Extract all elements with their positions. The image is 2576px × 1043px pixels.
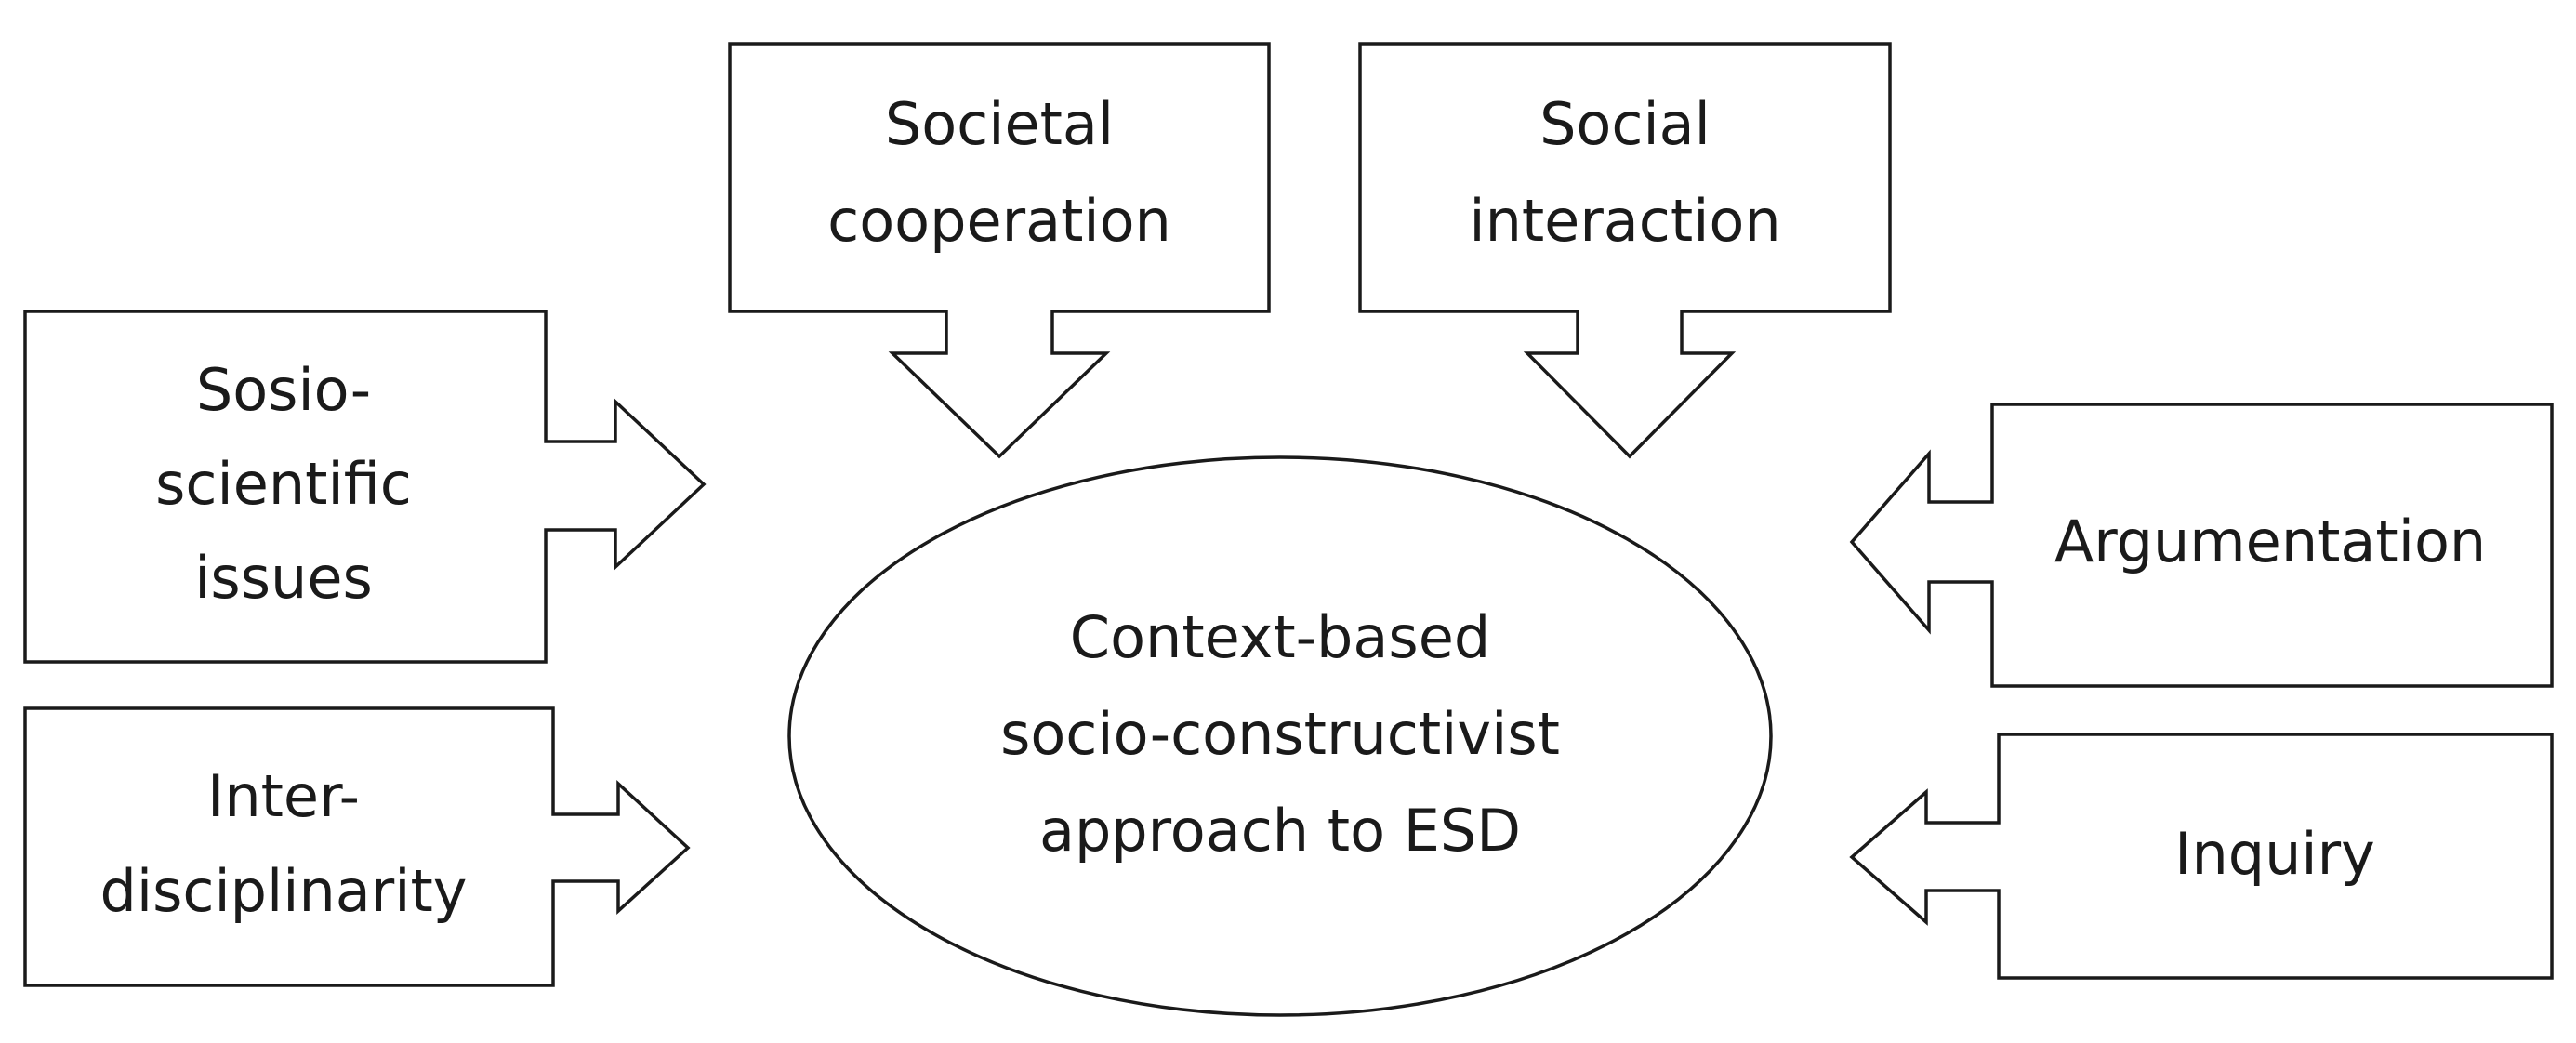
- box-label-line: disciplinarity: [99, 857, 467, 925]
- box-label-line: Inquiry: [2174, 820, 2375, 888]
- argumentation-callout: Argumentation: [1849, 403, 2554, 688]
- center-label-line: socio-constructivist: [1000, 700, 1560, 768]
- box-label-line: Sosio-: [196, 356, 371, 424]
- down-arrow-shape: [728, 42, 1271, 459]
- socio-scientific-issues-callout: Sosio- scientific issues: [23, 310, 707, 664]
- central-ellipse: [787, 455, 1773, 1017]
- left-arrow-shape: [1849, 733, 2554, 980]
- right-arrow-shape: [23, 310, 707, 664]
- box-label-line: scientific: [155, 450, 412, 518]
- box-label-line: cooperation: [827, 187, 1171, 255]
- left-arrow-shape: [1849, 403, 2554, 688]
- box-label-line: Social: [1539, 90, 1711, 158]
- box-label-line: Argumentation: [2054, 508, 2486, 575]
- box-label-line: issues: [194, 544, 373, 612]
- box-label-line: interaction: [1469, 187, 1780, 255]
- down-arrow-shape: [1358, 42, 1892, 459]
- box-label-line: Inter-: [207, 762, 360, 830]
- center-label-line: Context-based: [1070, 603, 1490, 671]
- right-arrow-shape: [23, 706, 691, 987]
- societal-cooperation-callout: Societal cooperation: [728, 42, 1271, 459]
- social-interaction-callout: Social interaction: [1358, 42, 1892, 459]
- center-label-line: approach to ESD: [1039, 797, 1521, 865]
- central-concept: Context-based socio-constructivist appro…: [787, 455, 1773, 1017]
- interdisciplinarity-callout: Inter- disciplinarity: [23, 706, 691, 987]
- inquiry-callout: Inquiry: [1849, 733, 2554, 980]
- box-label-line: Societal: [885, 90, 1114, 158]
